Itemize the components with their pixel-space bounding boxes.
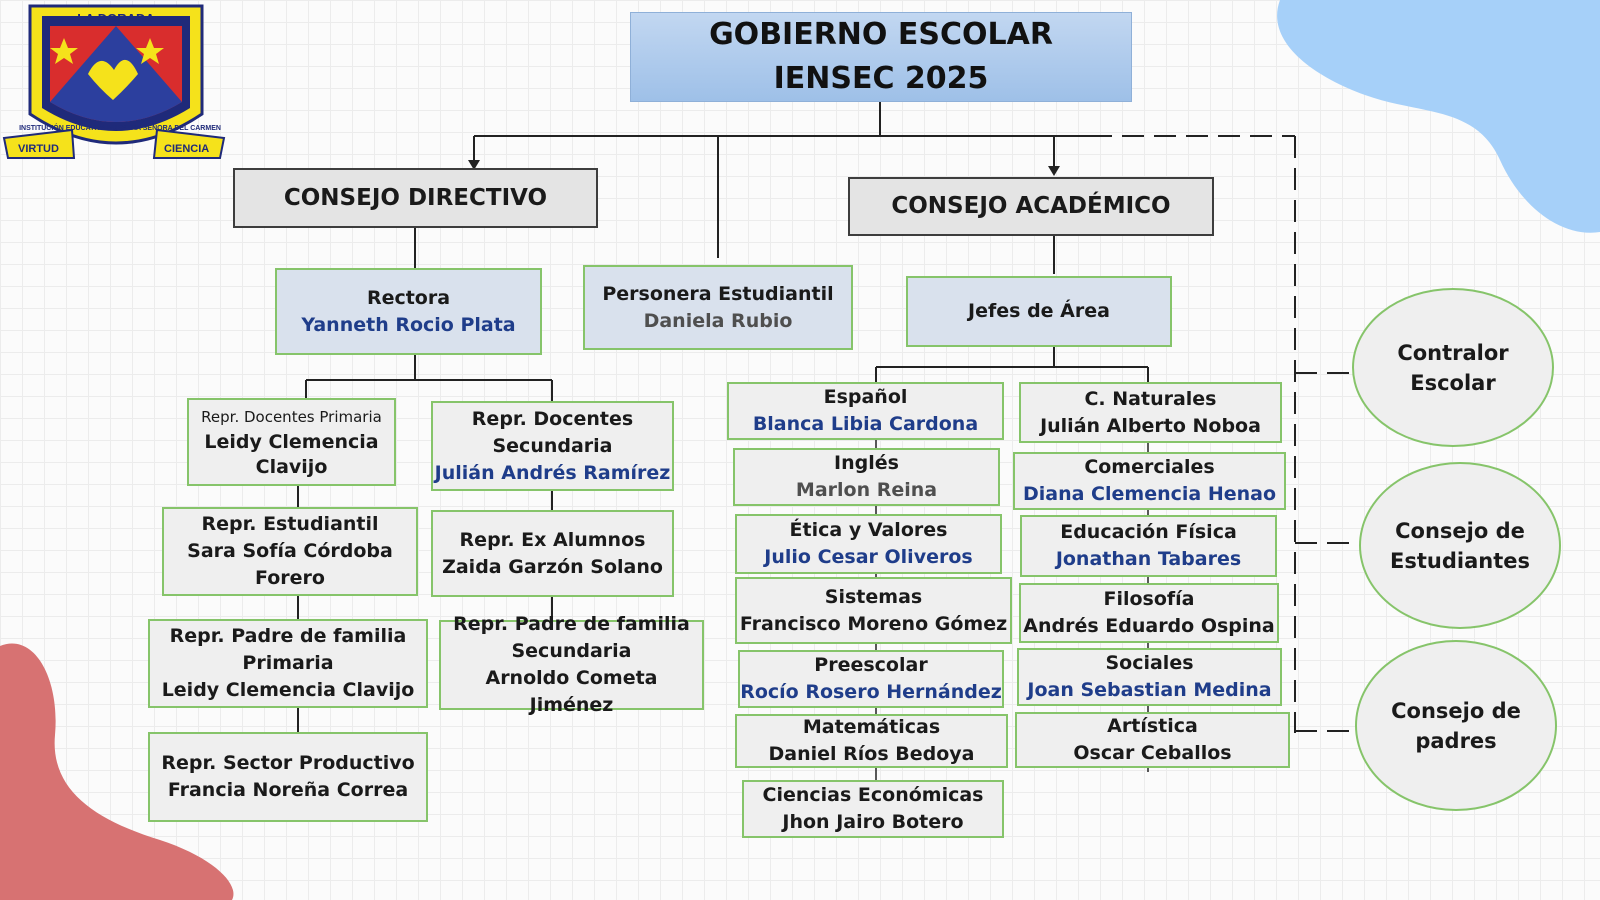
personera-role: Personera Estudiantil bbox=[602, 282, 834, 305]
repr-padre-primaria: Repr. Padre de familia Primaria Leidy Cl… bbox=[148, 619, 428, 708]
area-ciencias-economicas-name: Jhon Jairo Botero bbox=[782, 811, 964, 833]
repr-docentes-primaria: Repr. Docentes Primaria Leidy Clemencia … bbox=[187, 398, 396, 486]
area-preescolar-label: Preescolar bbox=[814, 654, 928, 676]
area-educacion-fisica-name: Jonathan Tabares bbox=[1055, 548, 1242, 570]
repr-padre-primaria-name: Leidy Clemencia Clavijo bbox=[161, 679, 415, 701]
oval-consejo-padres: Consejo de padres bbox=[1355, 640, 1557, 811]
jefes-de-area-box: Jefes de Área bbox=[906, 276, 1172, 347]
page-title: GOBIERNO ESCOLAR IENSEC 2025 bbox=[630, 12, 1132, 102]
repr-ex-alumnos-name: Zaida Garzón Solano bbox=[442, 555, 663, 578]
repr-estudiantil-name: Sara Sofía Córdoba bbox=[187, 540, 393, 562]
logo-ring-text: INSTITUCIÓN EDUCATIVA NUESTRA SEÑORA DEL… bbox=[19, 123, 221, 132]
area-matematicas: Matemáticas Daniel Ríos Bedoya bbox=[735, 714, 1008, 768]
repr-padre-secundaria: Repr. Padre de familia Secundaria Arnold… bbox=[439, 613, 704, 716]
area-espanol-name: Blanca Libia Cardona bbox=[752, 413, 979, 435]
title-line1: GOBIERNO ESCOLAR bbox=[709, 17, 1053, 52]
oval-padres-l1: Consejo de bbox=[1391, 698, 1521, 723]
area-sistemas: Sistemas Francisco Moreno Gómez bbox=[735, 577, 1012, 644]
logo-left-ribbon: VIRTUD bbox=[18, 143, 59, 155]
area-preescolar: Preescolar Rocío Rosero Hernández bbox=[738, 650, 1004, 708]
repr-estudiantil: Repr. Estudiantil Sara Sofía Córdoba For… bbox=[162, 507, 418, 596]
consejo-directivo-header: CONSEJO DIRECTIVO bbox=[233, 168, 598, 228]
consejo-academico-header: CONSEJO ACADÉMICO bbox=[848, 177, 1214, 236]
area-artistica-label: Artística bbox=[1107, 715, 1198, 737]
repr-padre-secundaria-role2: Secundaria bbox=[511, 640, 632, 662]
repr-padre-primaria-role2: Primaria bbox=[242, 652, 334, 674]
oval-estudiantes-l1: Consejo de bbox=[1395, 518, 1525, 543]
area-artistica-name: Oscar Ceballos bbox=[1073, 742, 1232, 764]
repr-docentes-secundaria: Repr. Docentes Secundaria Julián Andrés … bbox=[431, 401, 674, 491]
area-ingles-name: Marlon Reina bbox=[795, 479, 938, 501]
personera-name: Daniela Rubio bbox=[643, 309, 793, 332]
area-ingles-label: Inglés bbox=[834, 452, 899, 474]
repr-estudiantil-name2: Forero bbox=[255, 567, 325, 589]
area-c-naturales-label: C. Naturales bbox=[1084, 387, 1217, 410]
repr-padre-primaria-role: Repr. Padre de familia bbox=[169, 625, 407, 647]
area-educacion-fisica-label: Educación Física bbox=[1060, 521, 1237, 543]
area-filosofia: Filosofía Andrés Eduardo Ospina bbox=[1019, 583, 1279, 643]
repr-docentes-primaria-role: Repr. Docentes Primaria bbox=[201, 407, 382, 426]
area-c-naturales-name: Julián Alberto Noboa bbox=[1040, 414, 1261, 437]
area-ciencias-economicas-label: Ciencias Económicas bbox=[762, 784, 984, 806]
area-sociales-label: Sociales bbox=[1105, 652, 1194, 674]
rectora-role: Rectora bbox=[366, 286, 451, 309]
area-c-naturales: C. Naturales Julián Alberto Noboa bbox=[1019, 382, 1282, 443]
personera-box: Personera Estudiantil Daniela Rubio bbox=[583, 265, 853, 350]
area-sociales: Sociales Joan Sebastian Medina bbox=[1017, 648, 1282, 706]
rectora-box: Rectora Yanneth Rocio Plata bbox=[275, 268, 542, 355]
area-comerciales: Comerciales Diana Clemencia Henao bbox=[1013, 452, 1286, 510]
area-filosofia-label: Filosofía bbox=[1103, 588, 1195, 610]
area-filosofia-name: Andrés Eduardo Ospina bbox=[1023, 615, 1275, 637]
school-crest-logo: LA DORADA VIRTUD CIENCIA INSTITUCIÓN EDU… bbox=[2, 4, 226, 159]
rectora-name: Yanneth Rocio Plata bbox=[301, 313, 516, 336]
oval-padres-l2: padres bbox=[1415, 728, 1497, 753]
repr-ex-alumnos-role: Repr. Ex Alumnos bbox=[459, 528, 646, 551]
area-artistica: Artística Oscar Ceballos bbox=[1015, 712, 1290, 768]
repr-docentes-primaria-name2: Clavijo bbox=[255, 455, 328, 478]
area-comerciales-label: Comerciales bbox=[1084, 456, 1215, 478]
repr-docentes-primaria-name: Leidy Clemencia bbox=[204, 430, 379, 453]
blue-corner-blob bbox=[1277, 0, 1600, 233]
oval-estudiantes-l2: Estudiantes bbox=[1390, 548, 1530, 573]
area-sistemas-name: Francisco Moreno Gómez bbox=[739, 612, 1008, 635]
repr-sector-productivo: Repr. Sector Productivo Francia Noreña C… bbox=[148, 732, 428, 822]
repr-padre-secundaria-role: Repr. Padre de familia bbox=[453, 613, 690, 635]
repr-estudiantil-role: Repr. Estudiantil bbox=[201, 513, 379, 535]
area-etica-label: Ética y Valores bbox=[789, 519, 948, 541]
repr-docentes-secundaria-role2: Secundaria bbox=[492, 434, 613, 457]
oval-contralor-escolar: Contralor Escolar bbox=[1352, 288, 1554, 447]
area-matematicas-name: Daniel Ríos Bedoya bbox=[768, 743, 975, 765]
area-ciencias-economicas: Ciencias Económicas Jhon Jairo Botero bbox=[742, 780, 1004, 838]
repr-sector-productivo-role: Repr. Sector Productivo bbox=[161, 752, 415, 774]
area-etica: Ética y Valores Julio Cesar Oliveros bbox=[735, 514, 1002, 574]
title-line2: IENSEC 2025 bbox=[773, 61, 989, 96]
area-etica-name: Julio Cesar Oliveros bbox=[764, 546, 973, 568]
oval-contralor-l2: Escolar bbox=[1410, 370, 1496, 395]
area-sociales-name: Joan Sebastian Medina bbox=[1027, 679, 1272, 701]
oval-consejo-estudiantes: Consejo de Estudiantes bbox=[1359, 462, 1561, 629]
red-corner-blob bbox=[0, 643, 234, 900]
repr-sector-productivo-name: Francia Noreña Correa bbox=[167, 779, 409, 801]
area-espanol-label: Español bbox=[823, 386, 908, 408]
logo-right-ribbon: CIENCIA bbox=[164, 143, 209, 155]
repr-docentes-secundaria-role: Repr. Docentes bbox=[471, 407, 634, 430]
area-matematicas-label: Matemáticas bbox=[802, 716, 941, 738]
area-educacion-fisica: Educación Física Jonathan Tabares bbox=[1020, 515, 1277, 577]
area-ingles: Inglés Marlon Reina bbox=[733, 448, 1000, 506]
logo-top-text: LA DORADA bbox=[77, 11, 155, 26]
repr-padre-secundaria-name: Arnoldo Cometa Jiménez bbox=[485, 667, 658, 716]
area-preescolar-name: Rocío Rosero Hernández bbox=[740, 681, 1002, 703]
repr-docentes-secundaria-name: Julián Andrés Ramírez bbox=[434, 461, 671, 484]
repr-ex-alumnos: Repr. Ex Alumnos Zaida Garzón Solano bbox=[431, 510, 674, 597]
area-sistemas-label: Sistemas bbox=[824, 585, 923, 608]
oval-contralor-l1: Contralor bbox=[1397, 340, 1509, 365]
area-espanol: Español Blanca Libia Cardona bbox=[727, 382, 1004, 440]
area-comerciales-name: Diana Clemencia Henao bbox=[1022, 483, 1277, 505]
